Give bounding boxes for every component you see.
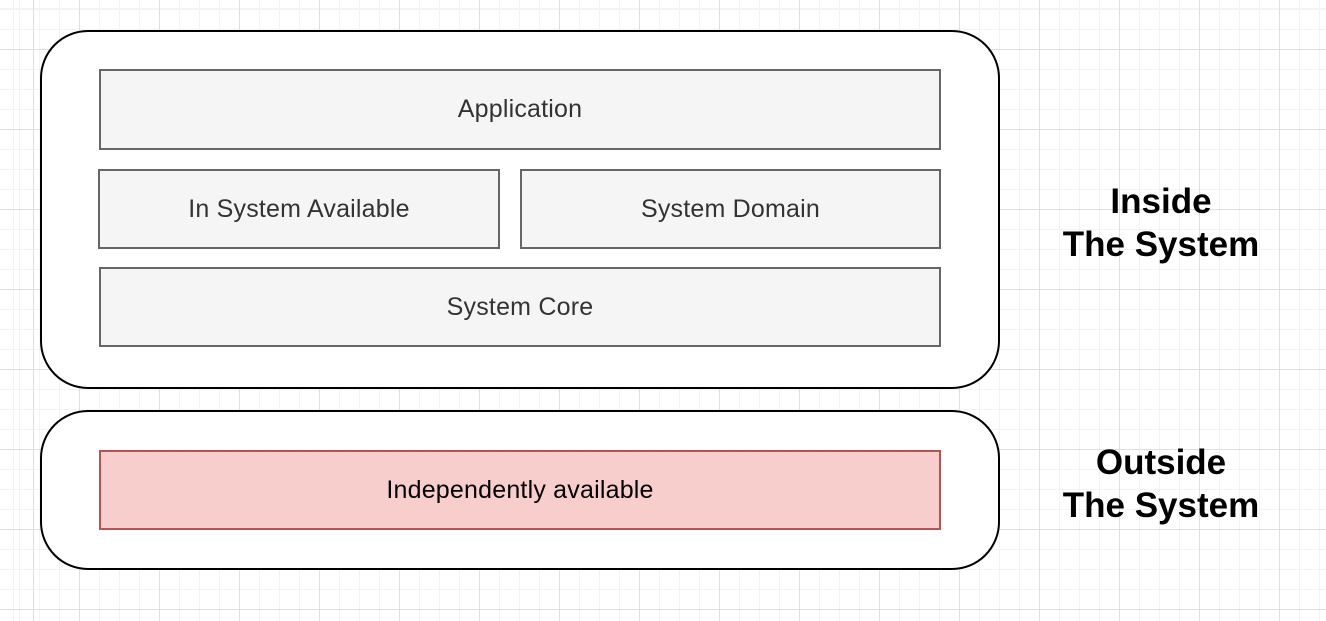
inside-system-label-line2: The System [1062, 225, 1260, 264]
node-system-domain: System Domain [520, 169, 941, 249]
outside-system-label-line1: Outside [1095, 443, 1227, 482]
node-application: Application [99, 69, 941, 150]
node-in-system-available: In System Available [98, 169, 500, 249]
outside-system-label-line2: The System [1062, 486, 1260, 525]
node-independently-available: Independently available [99, 450, 941, 530]
inside-system-group: Application In System Available System D… [40, 30, 1000, 389]
node-application-label: Application [457, 95, 583, 123]
inside-system-label: Inside The System [1040, 180, 1282, 266]
node-system-core-label: System Core [446, 292, 594, 321]
node-system-core: System Core [99, 267, 941, 347]
node-independently-available-label: Independently available [386, 475, 654, 504]
outside-system-group: Independently available [40, 410, 1000, 570]
node-in-system-available-label: In System Available [188, 194, 410, 223]
outside-system-label: Outside The System [1040, 441, 1282, 527]
node-system-domain-label: System Domain [640, 194, 821, 223]
inside-system-label-line1: Inside [1110, 182, 1212, 221]
